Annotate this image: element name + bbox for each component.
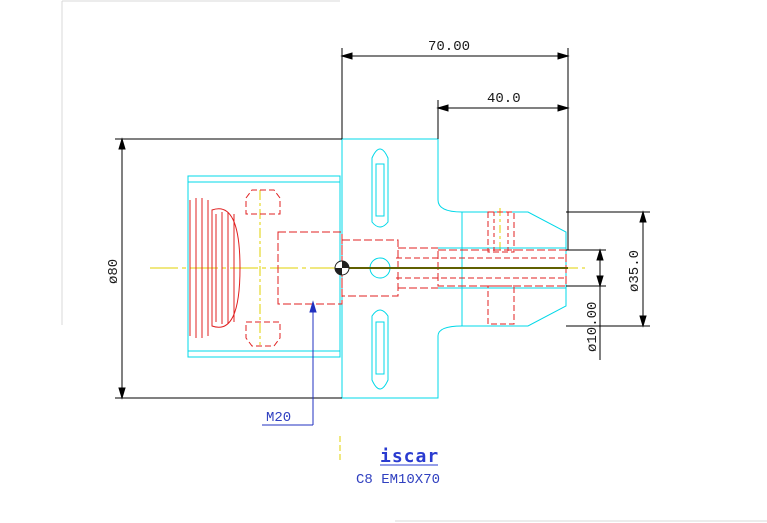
dim-shank-diameter: ø35.0 xyxy=(627,250,643,292)
center-point-symbol xyxy=(334,260,350,276)
dimension-lines xyxy=(115,48,650,400)
dim-outer-diameter: ø80 xyxy=(106,259,122,284)
dim-total-length: 70.00 xyxy=(428,39,470,55)
dim-shank-length: 40.0 xyxy=(487,91,521,107)
hidden-features xyxy=(189,189,567,347)
thread-label: M20 xyxy=(266,410,291,426)
sheet-border xyxy=(61,0,767,522)
holder-outline xyxy=(187,138,567,399)
part-number: C8 EM10X70 xyxy=(356,472,440,488)
thread-leader xyxy=(262,300,317,426)
dim-bore-diameter: ø10.00 xyxy=(585,302,601,352)
brand-logo: iscar xyxy=(380,446,439,467)
